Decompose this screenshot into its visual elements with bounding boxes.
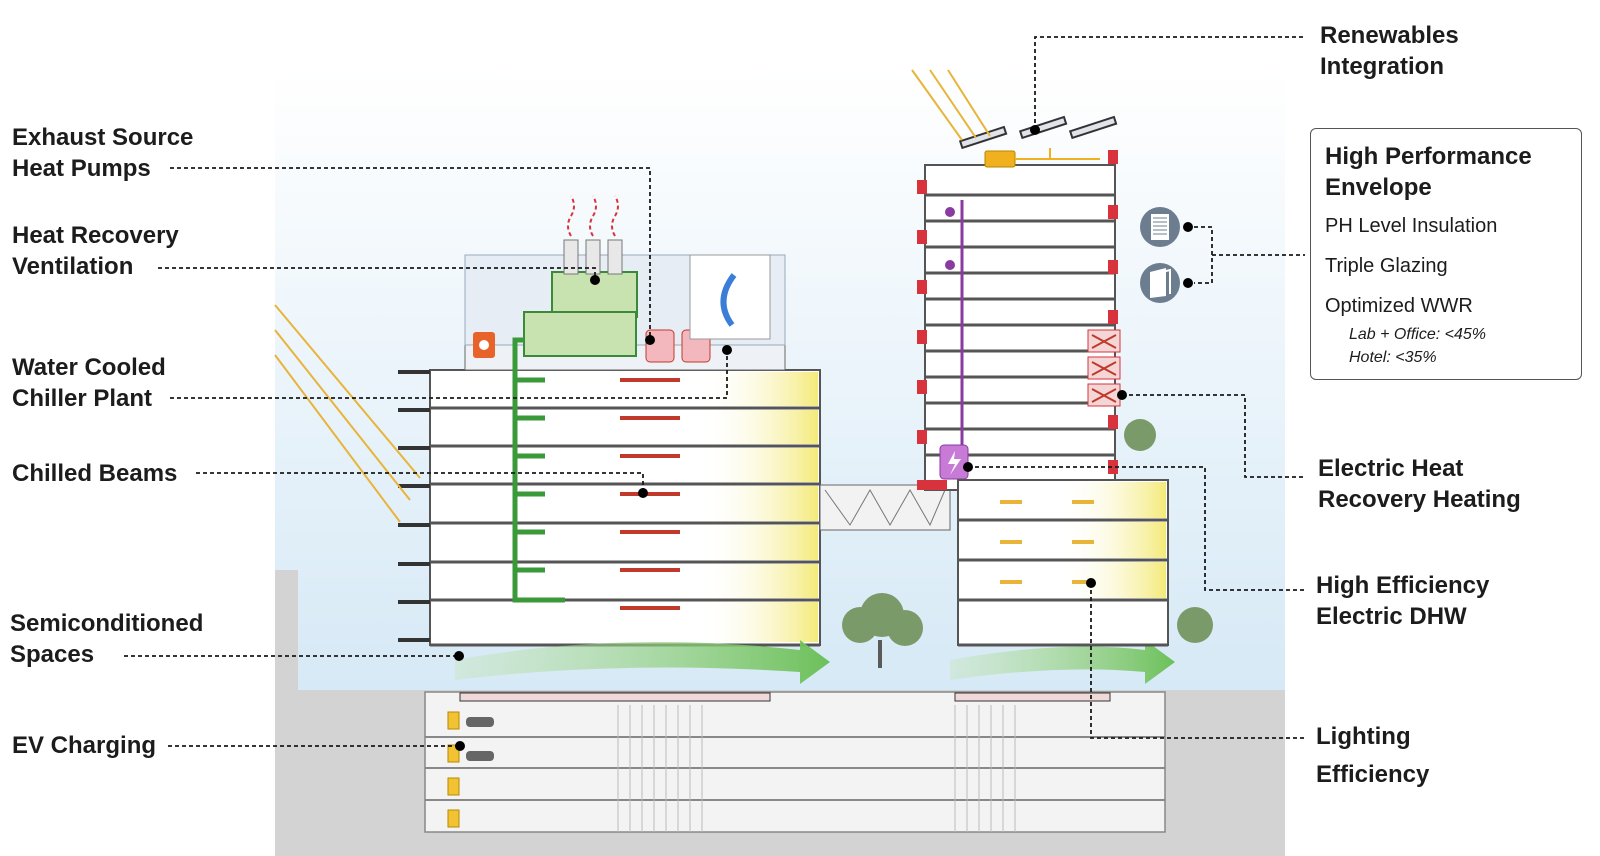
envelope-item-wwr: Optimized WWR (1325, 295, 1473, 317)
envelope-sub-lab-office: Lab + Office: <45% (1349, 326, 1486, 343)
lightning-icon (939, 444, 969, 480)
lab-office-building (398, 254, 821, 647)
semiconditioned-airflow (455, 640, 830, 684)
leader-dots (454, 125, 1193, 751)
car-icon (466, 717, 494, 761)
battery-icon (984, 150, 1016, 168)
lighting-fixtures (1000, 500, 1094, 584)
callout-lighting-efficiency: Lighting Efficiency (1316, 723, 1430, 788)
chilled-beams (620, 378, 680, 610)
envelope-item-insulation: PH Level Insulation (1325, 215, 1498, 237)
sun-rays (274, 69, 991, 523)
callout-ev-charging: EV Charging (12, 732, 157, 759)
ev-charger-icon (447, 711, 460, 828)
hotel-tower (917, 150, 1169, 647)
insulation-icon (1140, 207, 1180, 247)
callout-electric-heat-recovery: Electric Heat Recovery Heating (1318, 455, 1521, 513)
exhaust-plume (567, 195, 619, 237)
semiconditioned-airflow-right (950, 640, 1175, 684)
supply-duct (512, 337, 565, 603)
callout-semiconditioned-spaces: Semiconditioned Spaces (10, 610, 204, 668)
callout-chilled-beams: Chilled Beams (12, 460, 178, 487)
ground-and-basement (275, 570, 1285, 856)
envelope-sub-hotel: Hotel: <35% (1349, 349, 1437, 366)
heat-recovery-units (1087, 329, 1121, 407)
envelope-title: High Performance Envelope (1325, 143, 1532, 201)
callout-high-efficiency-dhw: High Efficiency Electric DHW (1316, 572, 1490, 630)
callout-water-cooled-chiller: Water Cooled Chiller Plant (12, 354, 166, 412)
glazing-icon (1140, 263, 1180, 303)
skybridge (819, 484, 951, 531)
callout-heat-recovery-ventilation: Heat Recovery Ventilation (12, 222, 179, 280)
envelope-item-glazing: Triple Glazing (1325, 255, 1448, 277)
tree-icon (842, 419, 1213, 668)
fire-icon (473, 332, 495, 358)
solar-panel-icon (958, 115, 1118, 150)
shower-icon (945, 207, 955, 270)
envelope-info-box: High Performance Envelope PH Level Insul… (1310, 128, 1582, 380)
callout-renewables-integration: Renewables Integration (1320, 22, 1459, 80)
heat-pump-units (645, 254, 771, 363)
callout-exhaust-heat-pumps: Exhaust Source Heat Pumps (12, 124, 194, 182)
